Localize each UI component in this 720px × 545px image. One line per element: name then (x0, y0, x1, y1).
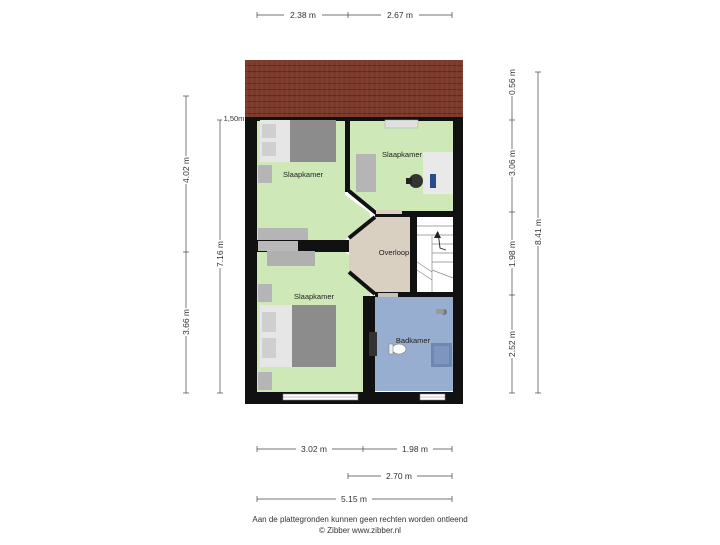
door-openings (258, 210, 402, 297)
wall-landing-top (375, 211, 453, 217)
bed-bottom (260, 305, 336, 367)
dim-left-lower: 3.66 m (181, 309, 191, 335)
dim-right-middle: 1.98 m (507, 241, 517, 267)
wall-left (245, 118, 257, 404)
wall-top (245, 117, 463, 121)
windows (282, 393, 446, 401)
room-label-bathroom: Badkamer (396, 336, 431, 345)
dim-bottom-right: 1.98 m (402, 444, 428, 454)
nightstand (258, 165, 272, 183)
room-label-bedroom-top-right: Slaapkamer (382, 150, 423, 159)
landing-floor (349, 217, 410, 292)
dim-bottom-middle: 2.70 m (386, 471, 412, 481)
dim-right-roof: 0.56 m (507, 69, 517, 95)
dim-bottom-left: 3.02 m (301, 444, 327, 454)
cabinet (356, 154, 376, 192)
dim-top-left: 2.38 m (290, 10, 316, 20)
room-label-landing: Overloop (379, 248, 409, 257)
office-chair-icon (406, 174, 423, 188)
wardrobe-top-left (258, 228, 308, 240)
stairs-floor (417, 217, 453, 292)
wall-divider-upper (345, 120, 350, 192)
dim-bottom-total: 5.15 m (341, 494, 367, 504)
room-label-bedroom-bottom: Slaapkamer (294, 292, 335, 301)
dim-right-lower: 2.52 m (507, 331, 517, 357)
stairs-direction-arrow-icon (434, 231, 441, 238)
footer-credit: © Zibber www.zibber.nl (319, 526, 401, 535)
dim-top-right: 2.67 m (387, 10, 413, 20)
dimension-labels: 2.38 m 2.67 m 1,50m 4.02 m 7.16 m 3.66 m… (180, 8, 544, 505)
dim-right-total: 8.41 m (533, 219, 543, 245)
bathroom-fixtures (369, 309, 452, 367)
wall-right (453, 118, 463, 404)
dim-left-total: 7.16 m (215, 241, 225, 267)
room-label-bedroom-top-left: Slaapkamer (283, 170, 324, 179)
desk (423, 152, 453, 194)
dim-right-upper: 3.06 m (507, 150, 517, 176)
landing-diagonal-walls (347, 189, 378, 296)
nightstand-bottom-1 (258, 284, 272, 302)
nightstand-bottom-2 (258, 372, 272, 390)
footer-disclaimer: Aan de plattegronden kunnen geen rechten… (252, 515, 468, 524)
dim-corner: 1,50m (224, 114, 245, 123)
bed-top-left (260, 120, 336, 162)
wall-stair-left (410, 211, 417, 297)
roof (245, 60, 463, 118)
monitor (430, 174, 436, 188)
dim-left-upper: 4.02 m (181, 157, 191, 183)
shelf-top-right (384, 119, 419, 129)
